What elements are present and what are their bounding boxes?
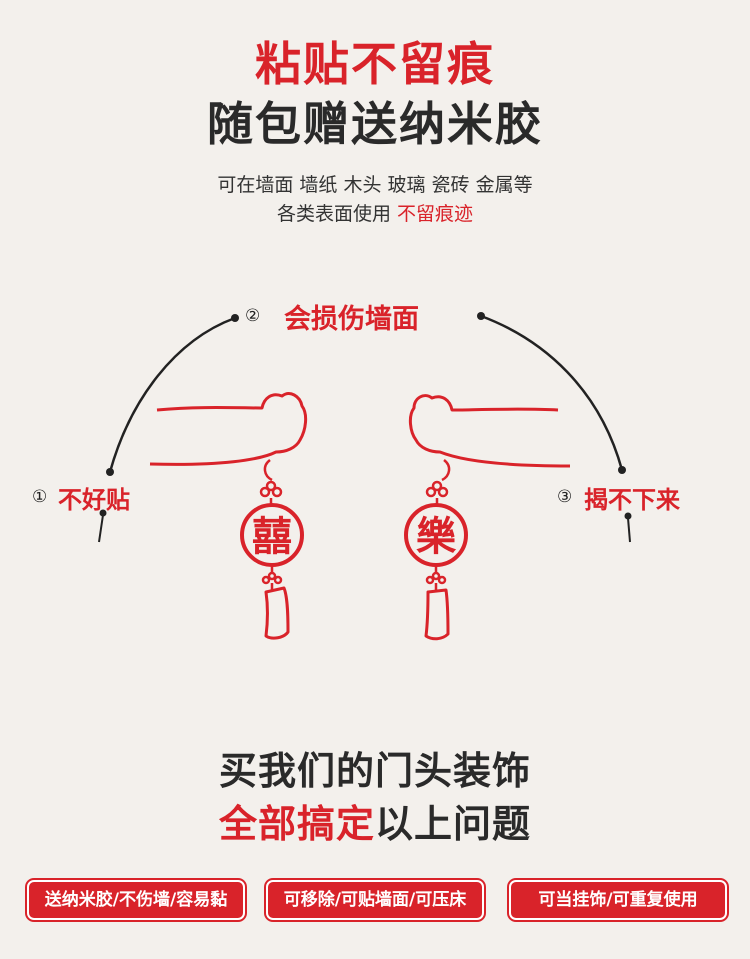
right-arc — [480, 314, 624, 471]
problem-3-number: ③ — [557, 487, 573, 507]
left-hand-outline — [149, 392, 308, 466]
conclusion-highlight: 全部搞定 — [218, 802, 375, 846]
headline-secondary: 随包赠送纳米胶 — [207, 97, 543, 151]
problem-2-text: 会损伤墙面 — [284, 304, 419, 335]
right-tick-dot — [624, 512, 632, 520]
right-string — [441, 459, 451, 482]
description-line-1: 可在墙面 墙纸 木头 玻璃 瓷砖 金属等 — [217, 174, 533, 196]
conclusion-line-1: 买我们的门头装饰 — [218, 749, 531, 793]
problem-1-text: 不好贴 — [58, 486, 130, 514]
right-tassel — [424, 588, 450, 641]
problem-2-number: ② — [245, 306, 261, 326]
left-arc-start-dot — [231, 314, 239, 322]
feature-badge-1: 送纳米胶/不伤墙/容易黏 — [27, 880, 245, 920]
description-prefix: 各类表面使用 — [276, 203, 391, 225]
right-hand-outline — [408, 394, 571, 468]
left-arc-end-dot — [106, 468, 114, 476]
right-arc-end-dot — [618, 466, 626, 474]
left-knot — [259, 480, 283, 498]
left-tick-dot — [99, 509, 107, 517]
left-string — [263, 459, 273, 482]
description-line-2: 各类表面使用 不留痕迹 — [0, 199, 750, 226]
feature-badge-2: 可移除/可贴墙面/可压床 — [266, 880, 484, 920]
right-tick — [627, 517, 631, 543]
headline-primary: 粘贴不留痕 — [255, 37, 495, 91]
illustration: 囍 樂 — [98, 312, 632, 641]
left-arc — [108, 316, 236, 473]
left-tick — [98, 514, 104, 543]
right-knot — [425, 480, 449, 498]
right-flower — [425, 571, 447, 585]
right-arc-start-dot — [477, 312, 485, 320]
left-flower — [261, 571, 283, 585]
feature-badge-3: 可当挂饰/可重复使用 — [509, 880, 727, 920]
left-tassel — [264, 586, 290, 640]
problem-1-number: ① — [32, 487, 48, 507]
conclusion-rest: 以上问题 — [375, 802, 532, 846]
description-highlight: 不留痕迹 — [397, 203, 474, 225]
problem-3-text: 揭不下来 — [584, 486, 680, 514]
left-medallion-char: 囍 — [252, 514, 292, 560]
right-medallion-char: 樂 — [416, 514, 457, 560]
conclusion-line-2: 全部搞定以上问题 — [0, 793, 750, 848]
